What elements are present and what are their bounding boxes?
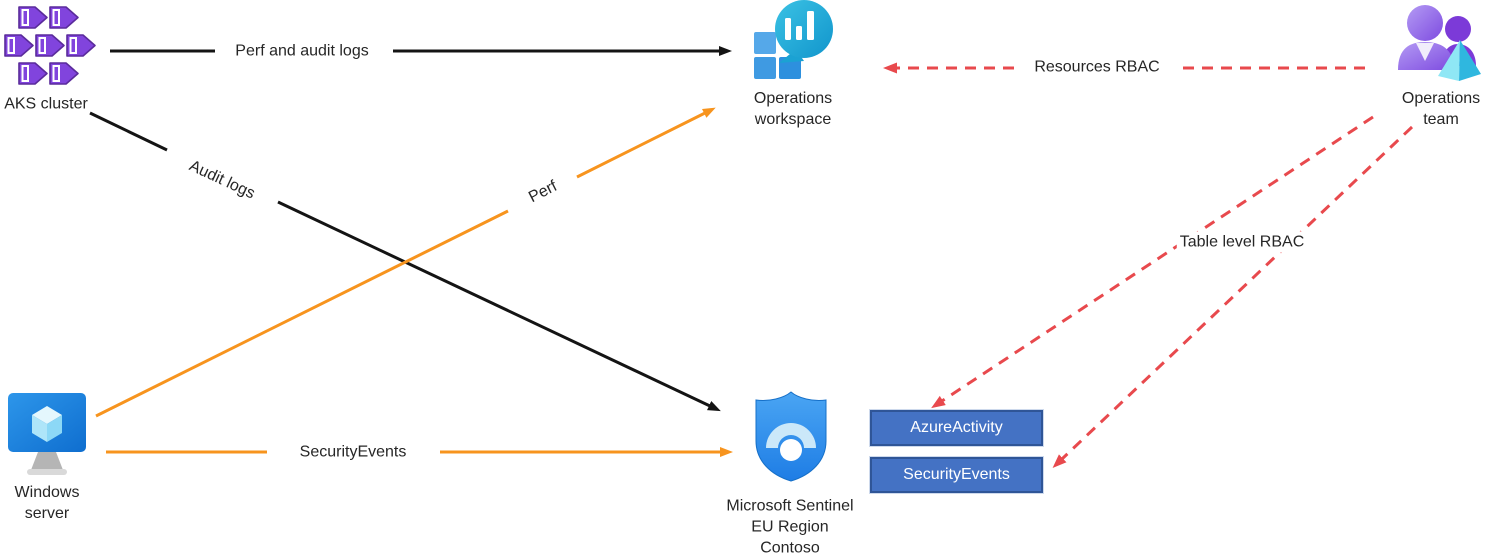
table-box-securityevents: SecurityEvents [869,456,1044,494]
microsoft-sentinel-icon [755,391,827,482]
windows-server-label: Windows server [12,482,83,524]
windows-server-label-line1: Windows [14,484,80,501]
aks-cluster-label: AKS cluster [4,95,88,113]
operations-team-label-line1: Operations [1401,90,1481,107]
sentinel-label-line2: EU Region [751,518,829,536]
log-analytics-workspace-icon [754,0,833,79]
edge-label-perf-and-audit-logs: Perf and audit logs [232,40,372,62]
sentinel-label: Microsoft Sentinel EU Region Contoso [723,496,856,556]
operations-workspace-label-line2: workspace [754,111,832,128]
edge-label-resources-rbac: Resources RBAC [1031,56,1163,78]
operations-team-icon [1398,5,1481,81]
edge-audit-logs [89,111,721,412]
windows-server-icon [8,393,86,475]
operations-workspace-label-line1: Operations [753,90,833,107]
operations-team-label: Operations team [1399,88,1483,130]
aks-cluster-icon [4,6,96,85]
edge-label-table-level-rbac: Table level RBAC [1176,231,1308,253]
edge-table-level-rbac-to-azureactivity [931,115,1374,409]
table-box-azureactivity: AzureActivity [869,409,1044,447]
edge-label-security-events: SecurityEvents [296,441,410,463]
sentinel-label-line3: Contoso [760,539,820,556]
edge-perf [95,107,716,418]
edge-table-level-rbac-to-securityevents [1052,125,1414,468]
operations-team-label-line2: team [1423,111,1459,128]
operations-workspace-label: Operations workspace [751,88,835,130]
sentinel-label-line1: Microsoft Sentinel [726,497,854,515]
windows-server-label-line2: server [24,505,70,522]
